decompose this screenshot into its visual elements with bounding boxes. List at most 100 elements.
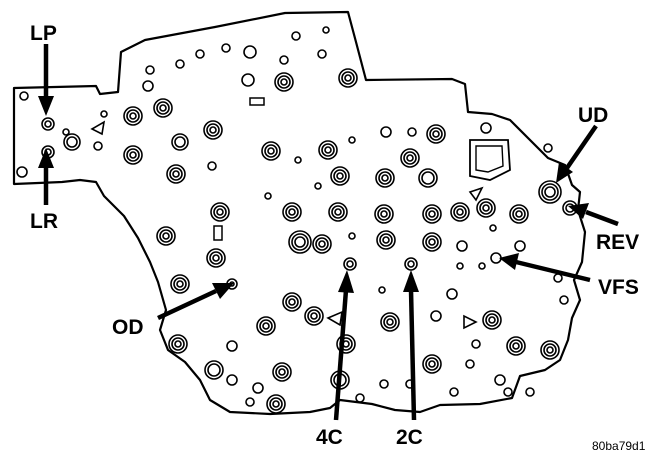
port-hole: [172, 170, 180, 178]
port-hole: [465, 359, 475, 369]
port-hole: [380, 210, 388, 218]
port-hole: [159, 229, 173, 243]
port-hole: [126, 109, 140, 123]
port-hole: [93, 141, 103, 151]
pocket-feature: [475, 145, 504, 173]
port-hole: [272, 362, 292, 382]
port-hole: [421, 171, 435, 185]
port-hole: [279, 55, 289, 65]
port-hole: [375, 168, 395, 188]
port-hole: [485, 313, 499, 327]
port-hole: [506, 336, 526, 356]
port-hole: [403, 151, 417, 165]
port-hole: [376, 230, 396, 250]
port-hole: [269, 397, 283, 411]
port-hole: [429, 127, 443, 141]
port-hole: [482, 310, 502, 330]
port-hole: [541, 183, 559, 201]
port-hole: [422, 354, 442, 374]
port-hole: [243, 45, 257, 59]
port-hole: [212, 254, 220, 262]
port-hole: [288, 208, 296, 216]
port-hole: [509, 204, 529, 224]
port-hole: [62, 128, 70, 136]
port-hole: [456, 262, 464, 270]
port-hole: [328, 202, 348, 222]
port-hole: [41, 117, 55, 131]
port-hole: [331, 205, 345, 219]
port-hole: [226, 374, 238, 386]
port-hole: [479, 201, 493, 215]
triangle-feature: [463, 314, 478, 330]
od-arrow: [157, 283, 234, 321]
port-hole: [344, 74, 352, 82]
port-hole: [509, 339, 523, 353]
port-hole: [176, 280, 184, 288]
port-hole: [278, 368, 286, 376]
port-hole: [264, 192, 272, 200]
callout-arrows: [38, 44, 619, 421]
port-hole: [153, 98, 173, 118]
port-hole: [406, 154, 414, 162]
port-hole: [478, 262, 486, 270]
port-hole: [374, 204, 394, 224]
port-hole: [282, 292, 302, 312]
port-hole: [175, 59, 185, 69]
port-hole: [256, 316, 276, 336]
label-ud: UD: [578, 104, 608, 127]
port-hole: [559, 295, 569, 305]
port-hole: [407, 260, 415, 268]
port-hole: [195, 49, 205, 59]
port-hole: [379, 233, 393, 247]
port-hole: [282, 202, 302, 222]
port-hole: [512, 207, 526, 221]
lp-arrow: [38, 44, 54, 116]
4c-arrow: [333, 270, 354, 421]
port-hole: [261, 141, 281, 161]
port-hole: [425, 357, 439, 371]
port-hole: [266, 394, 286, 414]
port-hole: [515, 210, 523, 218]
port-hole: [343, 257, 357, 271]
port-hole: [203, 120, 223, 140]
port-hole: [126, 148, 140, 162]
port-hole: [480, 122, 492, 134]
port-hole: [380, 312, 400, 332]
triangle-feature: [468, 186, 484, 202]
port-hole: [169, 167, 183, 181]
port-hole: [418, 168, 438, 188]
port-hole: [400, 148, 420, 168]
port-hole: [206, 248, 226, 268]
port-hole: [310, 312, 318, 320]
port-hole: [262, 322, 270, 330]
port-hole: [129, 112, 137, 120]
triangle-feature: [326, 310, 344, 327]
port-hole: [159, 104, 167, 112]
port-hole: [314, 182, 322, 190]
pocket-feature: [469, 139, 511, 181]
port-hole: [280, 78, 288, 86]
port-hole: [503, 387, 513, 397]
port-hole: [544, 186, 556, 198]
ud-arrow: [556, 124, 598, 183]
port-hole: [377, 207, 391, 221]
port-hole: [156, 226, 176, 246]
port-hole: [312, 234, 332, 254]
port-hole: [210, 202, 230, 222]
port-hole: [307, 309, 321, 323]
port-hole: [336, 172, 344, 180]
port-hole: [209, 126, 217, 134]
port-hole: [489, 224, 497, 232]
port-hole: [174, 136, 186, 148]
port-hole: [425, 207, 439, 221]
port-hole: [422, 232, 442, 252]
port-hole: [378, 286, 386, 294]
port-hole: [334, 208, 342, 216]
port-hole: [378, 171, 392, 185]
port-hole: [170, 274, 190, 294]
port-hole: [488, 316, 496, 324]
port-hole: [267, 147, 275, 155]
port-hole: [322, 26, 330, 34]
slot-feature: [213, 225, 223, 241]
label-lr: LR: [30, 210, 58, 233]
